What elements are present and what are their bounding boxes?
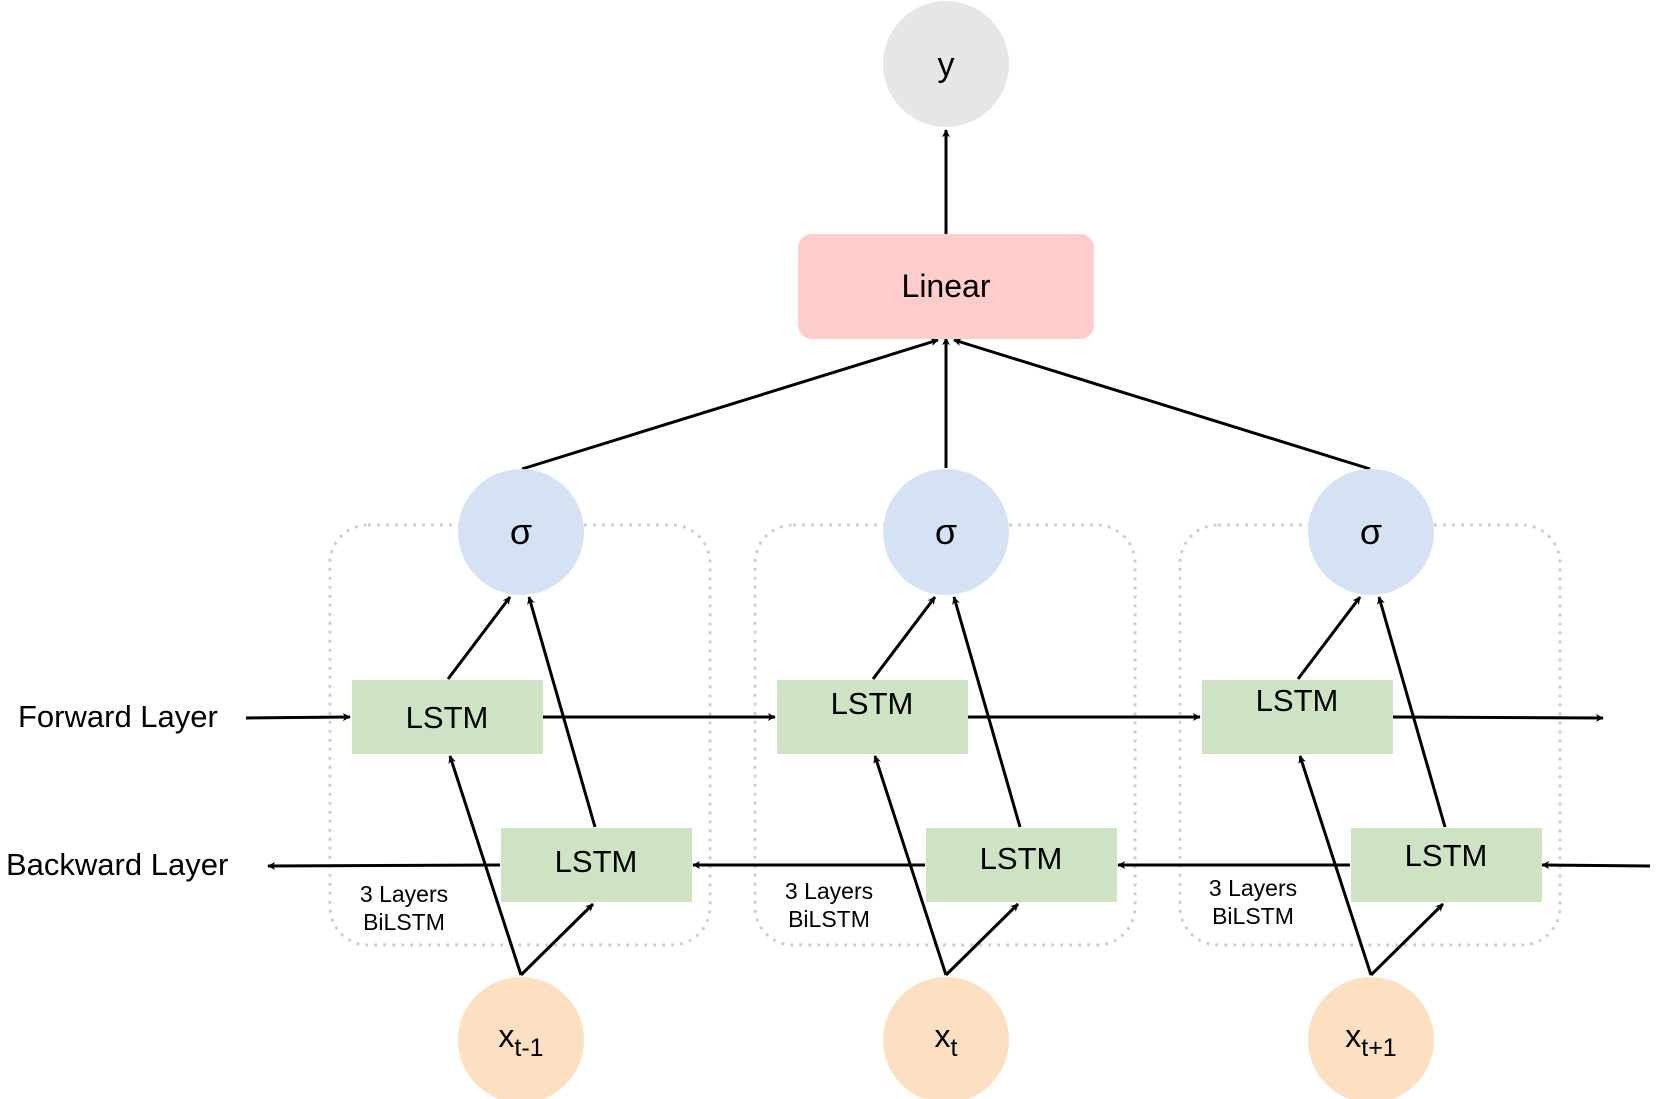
group-caption-line2-3: BiLSTM [1212, 903, 1294, 929]
bilstm-group-3 [1178, 523, 1562, 947]
bilstm-group-2 [753, 523, 1137, 947]
group-caption-line2-1: BiLSTM [363, 909, 445, 935]
backward-lstm-2 [926, 828, 1117, 902]
edge-x1-to-forward [448, 755, 523, 976]
linear-label: Linear [902, 268, 991, 304]
edge-backward-out [267, 861, 501, 870]
forward-lstm-2 [777, 680, 968, 754]
group-caption-line1-2: 3 Layers [785, 878, 873, 904]
group-caption-line1-3: 3 Layers [1209, 875, 1297, 901]
input-base-3: x [1345, 1018, 1361, 1054]
edge-backward2-to-sigma [952, 596, 1022, 828]
forward-layer-label: Forward Layer [18, 699, 218, 734]
input-node-1 [458, 977, 584, 1099]
backward-layer-label: Backward Layer [6, 847, 228, 882]
group-caption-line2-2: BiLSTM [788, 906, 870, 932]
backward-lstm-label-1: LSTM [555, 844, 638, 879]
edge-backward1-to-sigma [527, 596, 597, 828]
sigma-node-2 [883, 469, 1009, 595]
edge-backward3-to-sigma [1377, 596, 1447, 828]
bilstm-group-1 [328, 523, 712, 947]
forward-lstm-1 [352, 680, 543, 754]
edge-forward-in [245, 713, 351, 722]
sigma-label-3: σ [1360, 511, 1382, 552]
forward-lstm-label-3: LSTM [1256, 683, 1339, 718]
input-label-2: xt [935, 1018, 958, 1062]
forward-lstm-3 [1202, 680, 1393, 754]
input-sub-2: t [951, 1034, 958, 1062]
linear-node [798, 234, 1094, 339]
edge-backward-in [1541, 861, 1651, 870]
backward-lstm-1 [501, 828, 692, 902]
backward-lstm-label-2: LSTM [980, 841, 1063, 876]
forward-lstm-label-1: LSTM [406, 700, 489, 735]
sigma-label-1: σ [510, 511, 532, 552]
sigma-label-2: σ [935, 511, 957, 552]
edge-x2-to-forward [873, 755, 948, 976]
edge-x2-to-backward [944, 902, 1020, 977]
sigma-node-3 [1308, 469, 1434, 595]
edge-sigma1-to-linear [521, 338, 939, 471]
edge-x1-to-backward [519, 902, 595, 977]
edge-x3-to-forward [1298, 755, 1373, 976]
input-node-3 [1308, 977, 1434, 1099]
forward-lstm-label-2: LSTM [831, 686, 914, 721]
edge-forward3-to-sigma [1296, 596, 1362, 680]
group-caption-line1-1: 3 Layers [360, 881, 448, 907]
edge-forward-out [1391, 713, 1604, 722]
output-label: y [938, 46, 955, 84]
edge-forward1-to-sigma [446, 596, 512, 680]
sigma-node-1 [458, 469, 584, 595]
input-sub-1: t-1 [514, 1034, 543, 1062]
input-node-2 [883, 977, 1009, 1099]
input-sub-3: t+1 [1361, 1034, 1396, 1062]
backward-lstm-3 [1351, 828, 1542, 902]
input-label-3: xt+1 [1345, 1018, 1396, 1062]
input-base-2: x [935, 1018, 951, 1054]
backward-lstm-label-3: LSTM [1405, 838, 1488, 873]
output-node [883, 1, 1009, 127]
input-label-1: xt-1 [498, 1018, 543, 1062]
edge-x3-to-backward [1369, 902, 1445, 977]
edge-sigma3-to-linear [953, 338, 1371, 471]
input-base-1: x [498, 1018, 514, 1054]
edge-forward2-to-sigma [871, 596, 937, 680]
